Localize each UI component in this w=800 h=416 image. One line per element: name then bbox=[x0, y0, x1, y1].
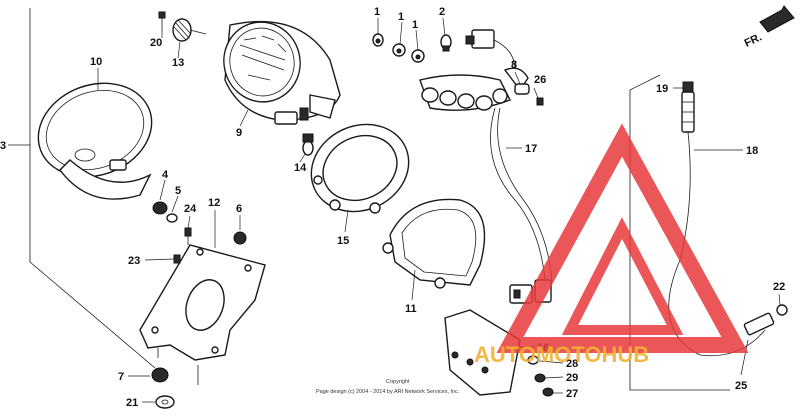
part-number-15: 15 bbox=[337, 235, 349, 247]
part-number-4: 4 bbox=[162, 169, 169, 181]
watermark-text: AUTOMOTOHUB bbox=[474, 342, 649, 367]
copyright-heading: Copyright bbox=[386, 379, 410, 385]
part-number-9: 9 bbox=[236, 127, 242, 139]
part-number-20: 20 bbox=[150, 37, 162, 49]
front-direction-indicator bbox=[759, 5, 795, 33]
bulb-2 bbox=[440, 34, 452, 52]
part-number-29: 29 bbox=[566, 372, 578, 384]
part-number-3: 3 bbox=[0, 140, 6, 152]
part-number-25: 25 bbox=[735, 380, 747, 392]
front-direction-label: FR. bbox=[743, 31, 764, 49]
part-number-6: 6 bbox=[236, 203, 242, 215]
speedometer bbox=[223, 20, 341, 125]
screw-27 bbox=[542, 387, 554, 397]
part-number-23: 23 bbox=[128, 255, 140, 267]
harness-connector-top bbox=[465, 29, 516, 71]
part-number-10: 10 bbox=[90, 56, 102, 68]
grommet-6 bbox=[233, 231, 247, 245]
screw-20 bbox=[158, 11, 166, 32]
washer-28 bbox=[527, 355, 539, 365]
meter-gasket bbox=[310, 123, 410, 214]
part-number-14: 14 bbox=[294, 162, 307, 174]
part-number-26: 26 bbox=[534, 74, 546, 86]
socket-1c bbox=[411, 49, 425, 63]
part-number-27: 27 bbox=[566, 388, 578, 400]
bulb bbox=[302, 133, 314, 156]
part-number-1c: 1 bbox=[412, 19, 418, 31]
socket-1a bbox=[372, 33, 384, 47]
part-number-22: 22 bbox=[773, 281, 785, 293]
part-number-13: 13 bbox=[172, 57, 184, 69]
bolt-24 bbox=[184, 227, 192, 245]
screw-22 bbox=[776, 304, 788, 316]
part-number-11: 11 bbox=[405, 303, 417, 315]
speedometer-cable bbox=[668, 91, 775, 357]
washer-21 bbox=[155, 395, 175, 409]
group-frame-right bbox=[629, 90, 730, 391]
group-frame-left bbox=[29, 8, 156, 369]
bolt-23 bbox=[173, 254, 181, 264]
grommet-7 bbox=[151, 367, 169, 383]
meter-stay bbox=[139, 244, 266, 385]
part-number-17: 17 bbox=[525, 143, 537, 155]
part-number-21: 21 bbox=[126, 397, 138, 409]
meter-case bbox=[37, 82, 153, 200]
seal-plate bbox=[382, 198, 486, 289]
watermark-logo bbox=[496, 123, 749, 353]
part-number-8: 8 bbox=[511, 59, 517, 71]
part-number-5: 5 bbox=[175, 185, 181, 197]
collar-5 bbox=[166, 213, 178, 223]
part-number-12: 12 bbox=[208, 197, 220, 209]
part-number-1b: 1 bbox=[398, 11, 404, 23]
screw-26 bbox=[536, 97, 544, 106]
part-number-24: 24 bbox=[184, 203, 197, 215]
part-number-28: 28 bbox=[566, 358, 578, 370]
grommet-4 bbox=[152, 201, 168, 215]
part-number-7: 7 bbox=[118, 371, 124, 383]
clamp-8 bbox=[514, 83, 530, 95]
cable-top-nut-19 bbox=[682, 81, 694, 93]
part-number-18: 18 bbox=[746, 145, 758, 157]
socket-1b bbox=[392, 43, 406, 57]
part-number-19: 19 bbox=[656, 83, 668, 95]
copyright-line: Page design (c) 2004 - 2014 by ARI Netwo… bbox=[316, 389, 460, 395]
sub-harness bbox=[419, 67, 553, 283]
indicator-bracket bbox=[444, 309, 521, 396]
nut-29 bbox=[534, 373, 546, 383]
part-number-2: 2 bbox=[439, 6, 445, 18]
part-number-1a: 1 bbox=[374, 6, 380, 18]
gear-part bbox=[172, 18, 207, 42]
